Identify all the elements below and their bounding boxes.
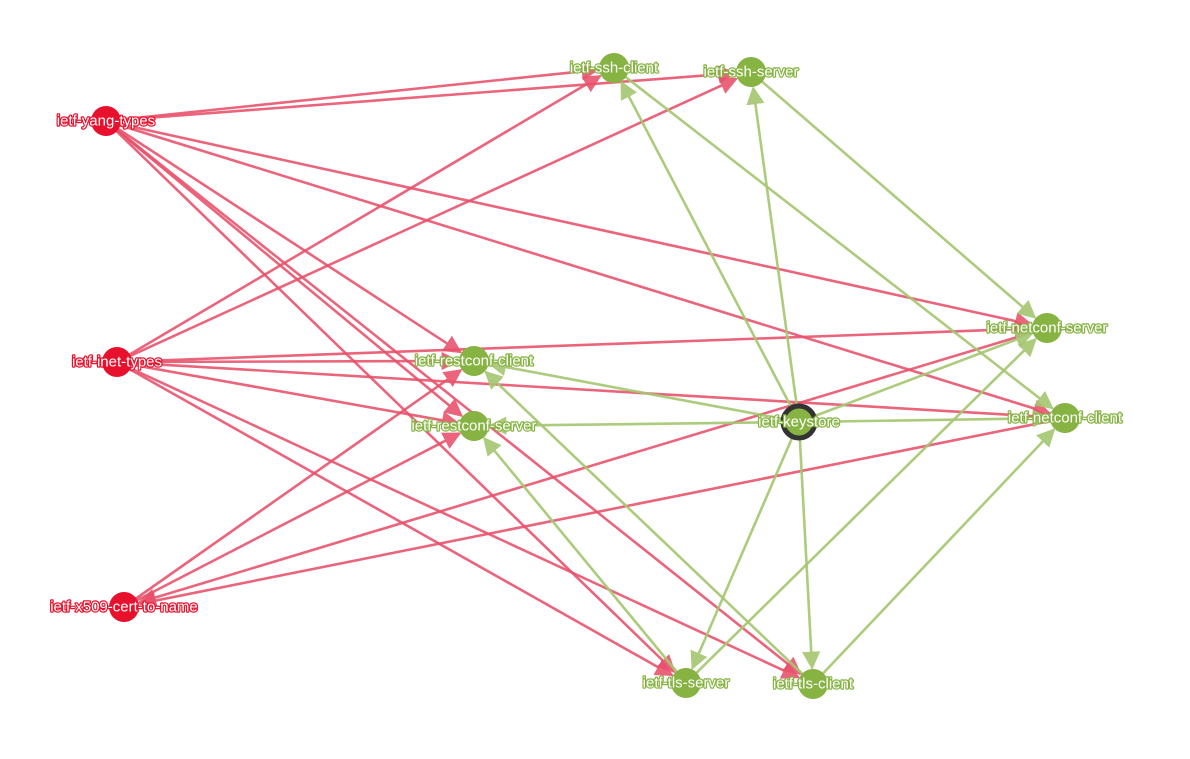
edge-ks-to-tlsc xyxy=(798,435,821,670)
node-label-tlss: ietf-tls-server xyxy=(643,675,730,692)
node-circle-rcc[interactable] xyxy=(459,346,489,376)
edge-inet-to-rcc xyxy=(129,351,460,371)
node-label-ncs: ietf-netconf-server xyxy=(987,320,1108,337)
node-circle-ncs[interactable] xyxy=(1032,313,1062,343)
edge-yang-to-ncs xyxy=(118,122,1034,330)
node-label-x509: ietf-x509-cert-to-name xyxy=(50,599,198,616)
node-circle-inet[interactable] xyxy=(102,347,132,377)
node-tlsc[interactable]: ietf-tls-client xyxy=(772,669,855,699)
edges-layer xyxy=(114,62,1056,679)
edge-ks-to-ncc xyxy=(812,409,1051,428)
edge-inet-to-ncc xyxy=(129,361,1051,426)
edge-yang-to-sshc xyxy=(118,62,600,121)
edge-ks-to-ncs xyxy=(811,330,1034,419)
node-inet[interactable]: ietf-inet-types xyxy=(71,347,163,377)
edge-tlss-to-ncs xyxy=(694,337,1037,675)
node-label-tlsc: ietf-tls-client xyxy=(773,676,854,693)
node-ncc[interactable]: ietf-netconf-client xyxy=(1007,403,1124,433)
node-circle-ncc[interactable] xyxy=(1050,403,1080,433)
node-label-yang: ietf-yang-types xyxy=(57,113,155,130)
edge-inet-to-tlss xyxy=(127,367,674,677)
edge-ks-to-sshc xyxy=(620,80,794,411)
node-circle-x509[interactable] xyxy=(109,592,139,622)
edge-sshc-to-ncc xyxy=(623,74,1054,410)
edge-ks-to-rcs xyxy=(488,416,786,435)
node-ks[interactable]: ietf-keystore xyxy=(757,403,841,441)
node-label-ncc: ietf-netconf-client xyxy=(1008,410,1123,427)
node-label-inet: ietf-inet-types xyxy=(72,354,162,371)
edge-inet-to-tlsc xyxy=(128,366,801,679)
edge-ks-to-rcc xyxy=(487,358,786,421)
node-circle-tlss[interactable] xyxy=(671,668,701,698)
edge-ks-to-sshs xyxy=(746,86,799,409)
edge-x509-to-rcs xyxy=(134,432,462,603)
node-label-rcc: ietf-restconf-client xyxy=(415,353,534,370)
edge-yang-to-ncc xyxy=(118,123,1052,418)
edge-inet-to-sshc xyxy=(127,74,602,357)
edge-yang-to-sshs xyxy=(118,65,737,122)
edge-x509-to-rcc xyxy=(133,369,463,601)
edge-inet-to-sshs xyxy=(128,77,739,358)
edge-yang-to-rcs xyxy=(115,128,464,417)
edge-yang-to-rcc xyxy=(116,127,463,354)
node-label-rcs: ietf-restconf-server xyxy=(411,418,536,435)
edge-ncc-to-x509 xyxy=(137,419,1053,610)
edge-ks-to-tlss xyxy=(690,434,795,670)
nodes-layer: ietf-yang-types ietf-inet-types ietf-x509-… xyxy=(49,53,1124,699)
edge-yang-to-tlsc xyxy=(115,128,802,676)
node-tlss[interactable]: ietf-tls-server xyxy=(641,668,731,698)
edge-inet-to-ncs xyxy=(129,320,1033,363)
edge-sshs-to-ncs xyxy=(759,79,1037,319)
node-circle-yang[interactable] xyxy=(91,106,121,136)
edge-inet-to-rcs xyxy=(129,363,461,430)
node-x509[interactable]: ietf-x509-cert-to-name xyxy=(49,592,199,622)
node-label-sshc: ietf-ssh-client xyxy=(570,60,659,77)
edge-tlsc-to-ncc xyxy=(820,428,1056,676)
edge-tlss-to-rcs xyxy=(483,436,679,674)
node-ncs[interactable]: ietf-netconf-server xyxy=(985,313,1109,343)
edge-tlsc-to-rcc xyxy=(484,370,805,676)
node-circle-ks[interactable] xyxy=(780,403,818,441)
node-label-sshs: ietf-ssh-server xyxy=(703,64,798,81)
edge-yang-to-tlss xyxy=(114,129,676,674)
node-circle-tlsc[interactable] xyxy=(798,669,828,699)
node-circle-sshc[interactable] xyxy=(599,53,629,83)
node-circle-sshs[interactable] xyxy=(736,57,766,87)
node-rcs[interactable]: ietf-restconf-server xyxy=(410,411,538,441)
node-circle-rcs[interactable] xyxy=(459,411,489,441)
node-sshs[interactable]: ietf-ssh-server xyxy=(702,57,800,87)
node-rcc[interactable]: ietf-restconf-client xyxy=(414,346,535,376)
node-sshc[interactable]: ietf-ssh-client xyxy=(569,53,660,83)
node-label-ks: ietf-keystore xyxy=(758,414,840,431)
node-yang[interactable]: ietf-yang-types xyxy=(56,106,156,136)
